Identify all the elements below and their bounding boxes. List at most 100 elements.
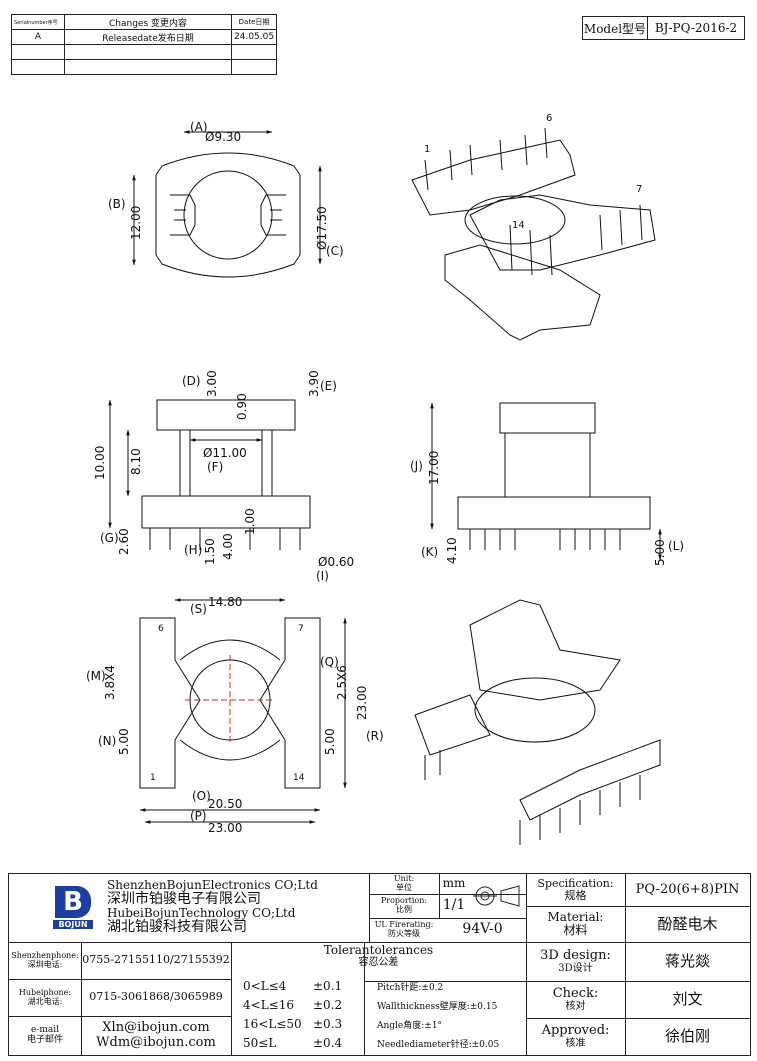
unit-label-cn: 单位 <box>396 883 412 892</box>
email-1[interactable]: Xln@ibojun.com <box>102 1020 210 1036</box>
dim-810: 8.10 <box>129 448 143 475</box>
hubei-phone: 0715-3061868/3065989 <box>89 990 223 1004</box>
label-a: (A) <box>190 120 208 134</box>
pin-1: 1 <box>424 144 430 155</box>
tol-range-1: 0<L≤4 <box>243 979 287 993</box>
check-value: 刘文 <box>672 990 703 1009</box>
material-value: 酚醛电木 <box>657 914 718 933</box>
email-label-en: e-mail <box>30 1024 60 1035</box>
dim-150: 1.50 <box>203 538 217 565</box>
model-label: Model型号 <box>583 17 648 39</box>
label-f: (F) <box>207 460 223 474</box>
iso-bottom-view <box>414 599 661 845</box>
technical-drawing: (A) Ø9.30 (B) 12.00 Ø17.50 (C) 1 6 7 14 … <box>86 113 684 845</box>
shenzhen-phone-label: Shenzhenphone:深圳电话: <box>9 942 81 979</box>
label-n: (N) <box>98 734 116 748</box>
label-r: (R) <box>366 729 384 743</box>
ul-label-en: UL Firerating: <box>374 920 434 930</box>
proportion-label-en: Proportion: <box>380 896 428 906</box>
dim-25x6: 2.5X6 <box>335 665 349 700</box>
dim-2050: 20.50 <box>208 797 242 811</box>
dim-060: Ø0.60 <box>318 555 354 569</box>
revision-table: Serialnumber序号 Changes 变更内容 Date日期 A Rel… <box>11 14 278 75</box>
company-cn2: 湖北铂骏科技有限公司 <box>107 919 247 935</box>
dim-1750: Ø17.50 <box>315 206 329 250</box>
bottom-view <box>139 598 347 824</box>
logo-text: BOJUN <box>53 919 93 929</box>
dim-500-left: 5.00 <box>117 728 131 755</box>
company-en1: ShenzhenBojunElectronics CO;Ltd <box>107 878 318 892</box>
pin-7: 7 <box>636 184 642 195</box>
approved-label: Approved:核准 <box>526 1018 625 1055</box>
dim-390: 3.90 <box>307 370 321 397</box>
dim-100: 1.00 <box>243 508 257 535</box>
spec-label-cn: 规格 <box>564 889 587 902</box>
label-e: (E) <box>320 379 337 393</box>
bottom-pin-6: 6 <box>158 624 164 634</box>
proportion-label: Proportion:比例 <box>369 894 439 918</box>
label-s: (S) <box>190 602 207 616</box>
dim-2300-right: 23.00 <box>355 686 369 720</box>
check-label: Check:核对 <box>526 981 625 1018</box>
side-view <box>430 402 662 561</box>
check-label-cn: 核对 <box>565 1001 586 1013</box>
top-view <box>132 130 322 278</box>
tol-angle: Angle角度:±1° <box>377 1021 443 1031</box>
dim-1200: 12.00 <box>129 206 143 240</box>
spec-label-en: Specification: <box>537 876 614 890</box>
tol-value-1: ±0.1 <box>313 979 343 993</box>
design-label-en: 3D design: <box>540 947 611 963</box>
label-d: (D) <box>182 374 201 388</box>
dim-2300-bottom: 23.00 <box>208 821 242 835</box>
dim-400: 4.00 <box>221 533 235 560</box>
dim-38x4: 3.8X4 <box>103 665 117 700</box>
design-value: 蒋光燚 <box>664 952 710 971</box>
label-b: (B) <box>108 197 126 211</box>
title-block: B BOJUN ShenzhenBojunElectronics CO;Ltd … <box>8 873 751 1056</box>
tol-title-cn: 容忍公差 <box>358 957 399 969</box>
bottom-pin-1: 1 <box>150 773 156 783</box>
company-en2: HubeiBojunTechnology CO;Ltd <box>107 906 296 920</box>
dim-1480: 14.80 <box>208 595 242 609</box>
tol-value-3: ±0.3 <box>313 1017 343 1031</box>
tol-range-3: 16<L≤50 <box>243 1017 302 1031</box>
unit-label: Unit:单位 <box>369 874 439 894</box>
label-m: (M) <box>86 669 106 683</box>
front-view <box>108 399 311 550</box>
model-value: BJ-PQ-2016-2 <box>654 21 738 35</box>
tol-title-en: Tolerantolerances <box>323 942 434 957</box>
dim-410: 4.10 <box>445 537 459 564</box>
label-q: (Q) <box>320 655 339 669</box>
material-label-cn: 材料 <box>563 923 588 937</box>
proportion-value: 1/1 <box>442 897 466 914</box>
tol-range-4: 50≤L <box>243 1036 277 1050</box>
proportion-label-cn: 比例 <box>396 905 412 914</box>
dim-260: 2.60 <box>117 528 131 555</box>
email-2[interactable]: Wdm@ibojun.com <box>96 1034 216 1050</box>
tol-wall: Wallthickness壁厚度:±0.15 <box>377 1002 498 1012</box>
tol-range-2: 4<L≤16 <box>243 998 294 1012</box>
material-label: Material:材料 <box>526 906 625 942</box>
label-l: (L) <box>668 539 684 553</box>
bottom-pin-14: 14 <box>293 773 305 783</box>
unit-value: mm <box>442 876 466 891</box>
ul-label: UL Firerating:防火等级 <box>369 918 439 942</box>
projection-icon <box>471 878 523 914</box>
approved-value: 徐伯刚 <box>664 1027 710 1046</box>
shenzhen-phone: 0755-27155110/27155392 <box>82 953 230 967</box>
company-cn1: 深圳市铂骏电子有限公司 <box>107 891 261 907</box>
pin-14: 14 <box>512 220 525 231</box>
dim-1700: 17.00 <box>427 451 441 485</box>
sz-phone-label-en: Shenzhenphone: <box>11 950 79 960</box>
spec-value: PQ-20(6+8)PIN <box>635 881 740 897</box>
hubei-phone-label: Hubeiphone:湖北电话: <box>9 979 81 1016</box>
email-label-cn: 电子邮件 <box>26 1034 63 1045</box>
bottom-pin-7: 7 <box>298 624 304 634</box>
dim-090: 0.90 <box>235 393 249 420</box>
label-g: (G) <box>100 531 119 545</box>
approved-label-cn: 核准 <box>565 1038 586 1050</box>
hb-phone-label-en: Hubeiphone: <box>18 987 72 997</box>
